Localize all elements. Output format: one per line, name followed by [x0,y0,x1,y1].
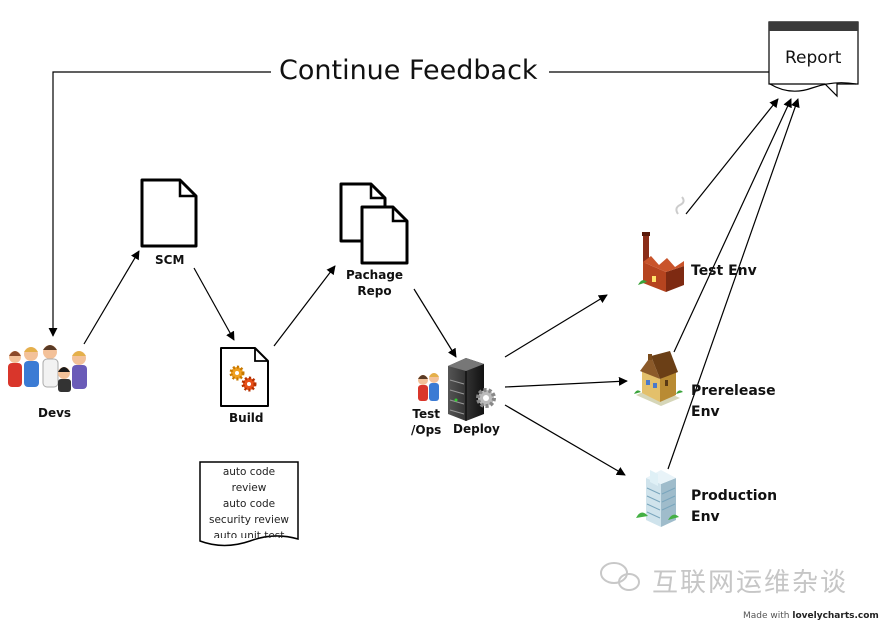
prerelease-env-label: Prerelease Env [691,381,776,423]
arrow-deploy-test [504,294,608,358]
flow-arrows [83,98,800,476]
package-label-line2: Repo [357,284,392,298]
feedback-loop-connector [48,71,770,337]
test-env-label: Test Env [691,263,757,279]
arrow-test-report [685,98,779,215]
package-repo-documents-icon [339,182,409,265]
deploy-server-icon [448,358,496,421]
package-label-line1: Pachage [346,268,404,282]
made-with-prefix: Made with [743,611,790,621]
test-ops-line1: Test [412,407,440,421]
arrow-build-package [273,265,336,347]
package-repo-label: Pachage Repo [346,267,403,299]
continue-feedback-title: Continue Feedback [271,55,546,86]
factory-icon [638,196,685,292]
production-line2: Env [691,509,720,525]
arrow-production-report [667,98,800,470]
arrow-prerelease-report [673,98,792,353]
test-ops-label: Test /Ops [411,406,441,438]
prerelease-line1: Prerelease [691,383,776,399]
scm-document-icon [140,178,198,248]
build-note-line: auto code [222,466,276,478]
test-ops-people-icon [418,373,439,401]
office-building-icon [636,470,679,527]
deploy-label: Deploy [453,422,500,436]
test-ops-line2: /Ops [411,423,442,437]
made-with-footer[interactable]: Made with lovelycharts.com [743,611,879,621]
watermark-text: 互联网运维杂谈 [652,568,849,598]
wechat-logo-icon [600,562,640,591]
report-label: Report [785,48,842,68]
gear-icon [229,365,245,381]
build-label: Build [229,411,264,425]
developers-people-icon [8,345,87,392]
arrow-package-deploy [413,288,457,358]
arrow-devs-scm [83,250,140,345]
scm-label: SCM [155,253,185,267]
report-document-icon [768,21,859,98]
build-document-icon [220,347,269,407]
gear-icon [476,388,496,408]
prerelease-building-icon [634,351,683,406]
build-note-line: security review [209,514,289,526]
production-line1: Production [691,488,778,504]
build-note-line: auto unit test [213,530,285,538]
prerelease-line2: Env [691,404,720,420]
build-note-shape [199,461,299,547]
build-note-line: auto code [222,498,276,510]
arrow-deploy-prerelease [504,376,628,388]
gear-icon [241,376,257,392]
arrow-scm-build [193,267,235,341]
devs-label: Devs [38,406,72,420]
arrow-deploy-production [504,404,626,476]
made-with-brand-link[interactable]: lovelycharts.com [792,611,879,621]
build-note-line: review [231,482,267,494]
build-note-text: auto code review auto code security revi… [200,464,298,538]
production-env-label: Production Env [691,486,777,528]
